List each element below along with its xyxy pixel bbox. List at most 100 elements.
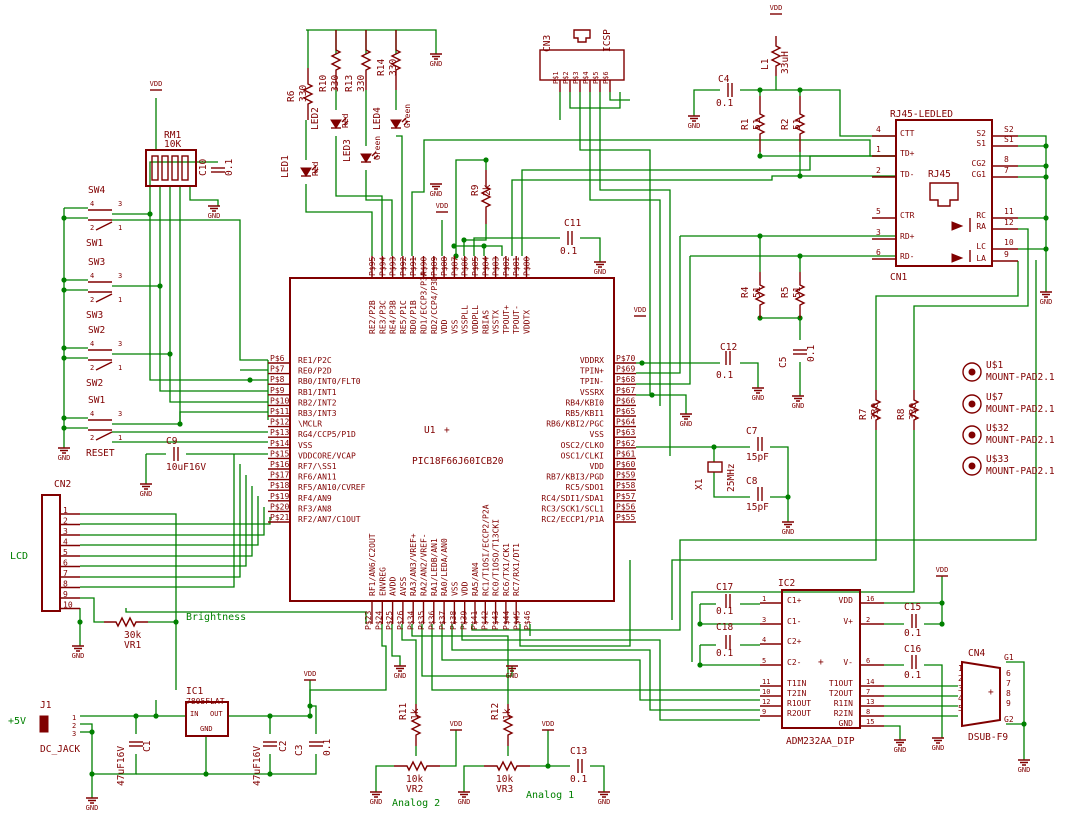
- switch-lever: [95, 293, 113, 303]
- switch-pin-number: 3: [118, 410, 122, 418]
- wire: [636, 256, 691, 385]
- u1-top-pin-number: P$84: [481, 257, 490, 276]
- wire: [884, 725, 901, 740]
- junction-dot: [153, 713, 159, 719]
- wire: [740, 362, 759, 388]
- u1-right-pin-name: VDD: [590, 462, 605, 471]
- resistor-ref: R13: [344, 75, 355, 92]
- u1-bottom-pin-number: P$24: [375, 611, 384, 630]
- ground-label: GND: [1040, 298, 1053, 306]
- u1-bottom-pin-number: P$37: [438, 611, 447, 630]
- ic2-right-pin-number: 13: [866, 698, 874, 706]
- wire: [401, 624, 417, 704]
- ground-label: GND: [782, 528, 795, 536]
- wire: [760, 89, 801, 96]
- u1-left-pin-name: VDDCORE/VCAP: [298, 451, 356, 460]
- u1-left-pin-name: RF6/AN11: [298, 473, 337, 482]
- resistor-symbol: [302, 68, 314, 120]
- ic2-left-pin-number: 11: [762, 678, 770, 686]
- u1-bottom-pin-number: P$45: [512, 611, 521, 630]
- wire: [391, 624, 401, 666]
- u1-top-pin-number: P$86: [461, 257, 470, 276]
- capacitor-value: 0.1: [904, 670, 921, 681]
- u1-top-pin-name: RD1/ECCP3/P3A: [420, 271, 429, 334]
- u1-left-pin-name: RF3/AN8: [298, 504, 332, 513]
- wire: [1018, 135, 1047, 292]
- pad-ref: U$33: [986, 454, 1009, 465]
- u1-bottom-pin-name: RA2/AN2/VREF-: [420, 533, 429, 596]
- u1-top-pin-number: P$94: [378, 257, 387, 276]
- junction-dot: [1043, 163, 1049, 169]
- junction-dot: [711, 444, 717, 450]
- u1-top-pin-number: P$85: [471, 257, 480, 276]
- junction-dot: [61, 425, 67, 431]
- vdd-label: VDD: [150, 80, 163, 88]
- u1-bottom-pin-number: P$35: [417, 611, 426, 630]
- capacitor-value: 0.1: [570, 774, 587, 785]
- u1-top-pin-name: RBIAS: [481, 310, 490, 334]
- cn1-right-pin-name: RA: [976, 222, 986, 231]
- wire: [875, 261, 1019, 390]
- pad-ref: U$1: [986, 360, 1003, 371]
- led-arrow: [343, 120, 349, 126]
- ground-label: GND: [680, 420, 693, 428]
- resistor-symbol: [360, 30, 372, 90]
- u1-left-pin-number: P$20: [270, 502, 289, 511]
- resistor-ref: R7: [858, 409, 869, 420]
- u1-bottom-pin-number: P$42: [481, 611, 490, 630]
- junction-dot: [939, 621, 945, 627]
- cn2-pin-number: 7: [63, 569, 68, 578]
- resistor-symbol: [410, 704, 422, 746]
- u1-left-pin-name: RF2/AN7/C1OUT: [298, 515, 361, 524]
- ic2-ref: IC2: [778, 578, 795, 589]
- cn1-left-pin-name: RD+: [900, 232, 915, 241]
- mount-pad: [962, 394, 982, 414]
- ground-symbol: [58, 447, 70, 454]
- u1-right-pin-number: P$70: [616, 354, 635, 363]
- junction-dot: [133, 713, 139, 719]
- junction-dot: [697, 621, 703, 627]
- wire: [461, 624, 760, 721]
- junction-dot: [247, 377, 253, 383]
- wire: [441, 624, 760, 701]
- u1-right-pin-name: TPIN-: [580, 377, 604, 386]
- j1-ref: J1: [40, 700, 52, 711]
- u1-bottom-pin-name: RF1/AN6/C2OUT: [368, 533, 377, 596]
- u1-top-pin-number: P$82: [502, 257, 511, 276]
- ic2-right-pin-number: 6: [866, 657, 870, 665]
- resistor-symbol: [870, 390, 882, 430]
- wire: [454, 245, 503, 256]
- cn3-pin-number: P$1: [552, 71, 560, 84]
- u1-left-pin-number: P$8: [270, 375, 285, 384]
- wire: [80, 513, 177, 690]
- analog1-net-label: Analog 1: [526, 790, 574, 801]
- ground-label: GND: [598, 798, 611, 806]
- u1-origin: +: [444, 425, 450, 436]
- u1-left-pin-number: P$19: [270, 492, 289, 501]
- ground-symbol: [688, 115, 700, 122]
- resistor-value: 1k: [502, 708, 513, 720]
- ic2-left-pin-number: 1: [762, 595, 766, 603]
- led-arrow: [311, 165, 317, 171]
- wire: [306, 29, 437, 54]
- ic1-gnd-label: GND: [200, 725, 213, 733]
- wire: [309, 624, 387, 706]
- junction-dot: [1043, 174, 1049, 180]
- wire: [112, 219, 268, 361]
- u1-left-pin-number: P$12: [270, 418, 289, 427]
- cn4-value: DSUB-F9: [968, 732, 1008, 743]
- wire: [580, 237, 601, 262]
- rm1-element: [161, 155, 169, 181]
- ic2-left-pin-number: 5: [762, 657, 766, 665]
- u1-right-pin-name: OSC2/CLKO: [561, 441, 605, 450]
- resistor-value: 1k: [410, 708, 421, 720]
- capacitor-ref: C11: [564, 218, 581, 229]
- led-arrow: [341, 117, 347, 123]
- u1-bottom-pin-name: RC6/TX1/CK1: [502, 543, 511, 596]
- u1-bottom-pin-name: RA0/LEDA/AN0: [440, 538, 449, 596]
- wire: [80, 507, 265, 536]
- cn2-pin-number: 3: [63, 527, 68, 536]
- cn1-body: [895, 119, 993, 267]
- junction-dot: [483, 157, 489, 163]
- cn2-pin-number: 1: [63, 506, 68, 515]
